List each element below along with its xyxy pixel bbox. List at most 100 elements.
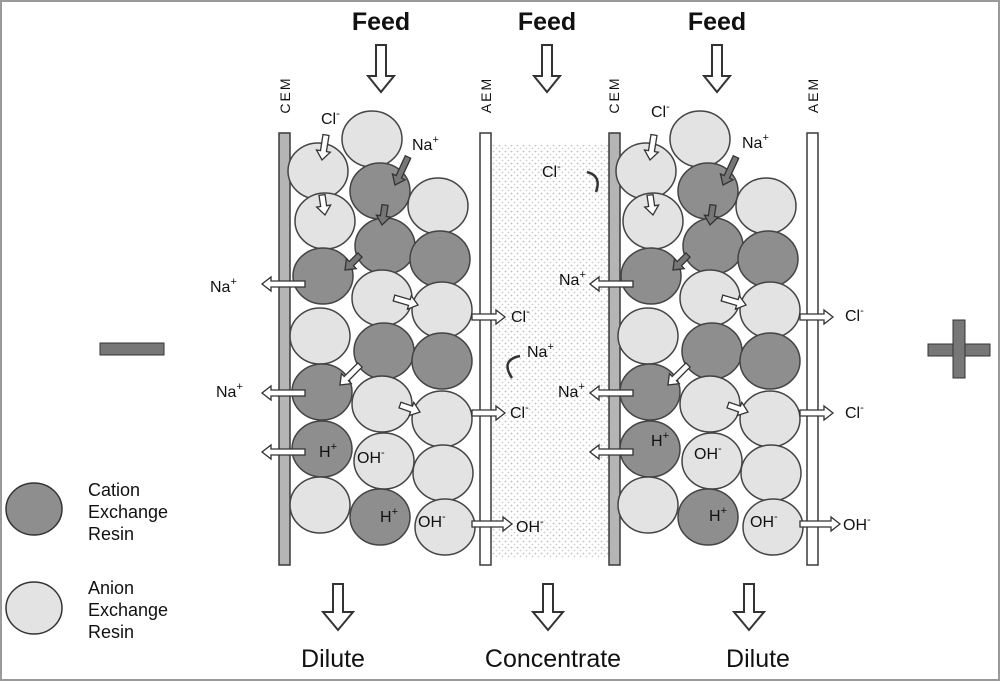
hydroxide-ion-label: OH-	[750, 511, 778, 531]
legend-anion-line2: Exchange	[88, 600, 168, 620]
transfer-arrow-icon	[471, 404, 507, 422]
membrane-aem-1	[479, 132, 492, 566]
transfer-arrow-icon	[799, 404, 835, 422]
transfer-arrow-icon	[720, 294, 748, 311]
legend-cation-line1: Cation	[88, 480, 140, 500]
legend-anion-line1: Anion	[88, 578, 134, 598]
hydroxide-ion-label: OH-	[516, 516, 544, 536]
transfer-arrow-icon	[726, 400, 750, 417]
cation-resin-bead	[292, 247, 354, 305]
chloride-ion-label: Cl-	[651, 101, 670, 121]
anion-resin-bead	[669, 110, 731, 168]
legend-cation-line3: Resin	[88, 524, 134, 544]
membrane-label-aem-1: AEM	[478, 77, 494, 113]
legend-anion-swatch	[5, 581, 63, 635]
transfer-arrow-icon	[315, 133, 332, 162]
transfer-arrow-icon	[672, 251, 692, 271]
transfer-arrow-icon	[471, 515, 514, 533]
outlet-label-dilute-right: Dilute	[726, 645, 790, 673]
sodium-ion-label: Na+	[558, 381, 585, 401]
feed-label-left: Feed	[352, 8, 410, 36]
anion-resin-bead	[341, 110, 403, 168]
feed-arrows	[365, 44, 733, 94]
cation-resin-bead	[354, 217, 416, 275]
outlet-arrows	[320, 583, 767, 632]
plus-electrode-icon	[927, 319, 991, 379]
cation-resin-bead	[411, 332, 473, 390]
transfer-arrow-icon	[588, 443, 634, 461]
sodium-ion-label: Na+	[210, 276, 237, 296]
transfer-arrow-icon	[471, 308, 507, 326]
transfer-arrow-icon	[398, 400, 422, 417]
sodium-ion-label: Na+	[412, 134, 439, 154]
resin-beads	[287, 110, 804, 556]
down-arrow-icon	[731, 583, 767, 632]
anion-resin-bead	[679, 375, 741, 433]
down-arrow-icon	[320, 583, 356, 632]
anion-resin-bead	[289, 476, 351, 534]
hydroxide-ion-label: OH-	[843, 514, 871, 534]
membrane-cem-1	[278, 132, 291, 566]
transfer-arrow-icon	[588, 275, 634, 293]
feed-label-middle: Feed	[518, 8, 576, 36]
cation-resin-bead	[409, 230, 471, 288]
chloride-ion-label: Cl-	[845, 402, 864, 422]
chloride-ion-label: Cl-	[542, 161, 561, 181]
chloride-ion-label: Cl-	[510, 402, 529, 422]
transfer-arrow-icon	[643, 133, 660, 162]
chloride-ion-label: Cl-	[845, 305, 864, 325]
cation-resin-bead	[682, 217, 744, 275]
legend-cation-swatch	[5, 482, 63, 536]
legend-anion-line3: Resin	[88, 622, 134, 642]
transfer-arrow-icon	[506, 354, 521, 379]
anion-resin-bead	[351, 375, 413, 433]
membrane-label-cem-2: CEM	[606, 76, 622, 113]
anion-resin-bead	[412, 444, 474, 502]
sodium-ion-label: Na+	[216, 381, 243, 401]
sodium-ion-label: Na+	[527, 341, 554, 361]
transfer-arrow-icon	[260, 275, 306, 293]
transfer-arrow-icon	[375, 203, 392, 227]
cation-resin-bead	[677, 488, 739, 546]
hydroxide-ion-label: OH-	[357, 447, 385, 467]
transfer-arrow-icon	[344, 251, 364, 271]
minus-electrode-icon	[99, 342, 165, 356]
hydroxide-ion-label: OH-	[418, 511, 446, 531]
membrane-label-cem-1: CEM	[277, 76, 293, 113]
transfer-arrow-icon	[667, 361, 692, 386]
anion-resin-bead	[739, 281, 801, 339]
transfer-arrow-icon	[719, 154, 740, 186]
transfer-arrow-icon	[339, 361, 364, 386]
cation-resin-bead	[681, 322, 743, 380]
anion-resin-bead	[289, 307, 351, 365]
transfer-arrow-icon	[703, 203, 720, 227]
chloride-ion-label: Cl-	[321, 108, 340, 128]
membrane-label-aem-2: AEM	[805, 77, 821, 113]
transfer-arrow-icon	[260, 384, 306, 402]
hydrogen-ion-label: H+	[651, 430, 669, 450]
cation-resin-bead	[737, 230, 799, 288]
down-arrow-icon	[701, 44, 733, 94]
down-arrow-icon	[530, 583, 566, 632]
transfer-arrow-icon	[260, 443, 306, 461]
transfer-arrow-icon	[588, 384, 634, 402]
transfer-arrow-icon	[799, 308, 835, 326]
anion-resin-bead	[411, 281, 473, 339]
anion-resin-bead	[739, 390, 801, 448]
legend-cation-line2: Exchange	[88, 502, 168, 522]
down-arrow-icon	[531, 44, 563, 94]
cation-resin-bead	[349, 488, 411, 546]
sodium-ion-label: Na+	[559, 269, 586, 289]
down-arrow-icon	[365, 44, 397, 94]
transfer-arrow-icon	[586, 170, 599, 193]
cation-resin-bead	[353, 322, 415, 380]
transfer-arrow-icon	[391, 154, 412, 186]
anion-resin-bead	[411, 390, 473, 448]
outlet-label-concentrate: Concentrate	[485, 645, 621, 673]
hydrogen-ion-label: H+	[319, 441, 337, 461]
anion-resin-bead	[735, 177, 797, 235]
cation-resin-bead	[620, 247, 682, 305]
chloride-ion-label: Cl-	[511, 306, 530, 326]
hydrogen-ion-label: H+	[380, 506, 398, 526]
membrane-aem-2	[806, 132, 819, 566]
